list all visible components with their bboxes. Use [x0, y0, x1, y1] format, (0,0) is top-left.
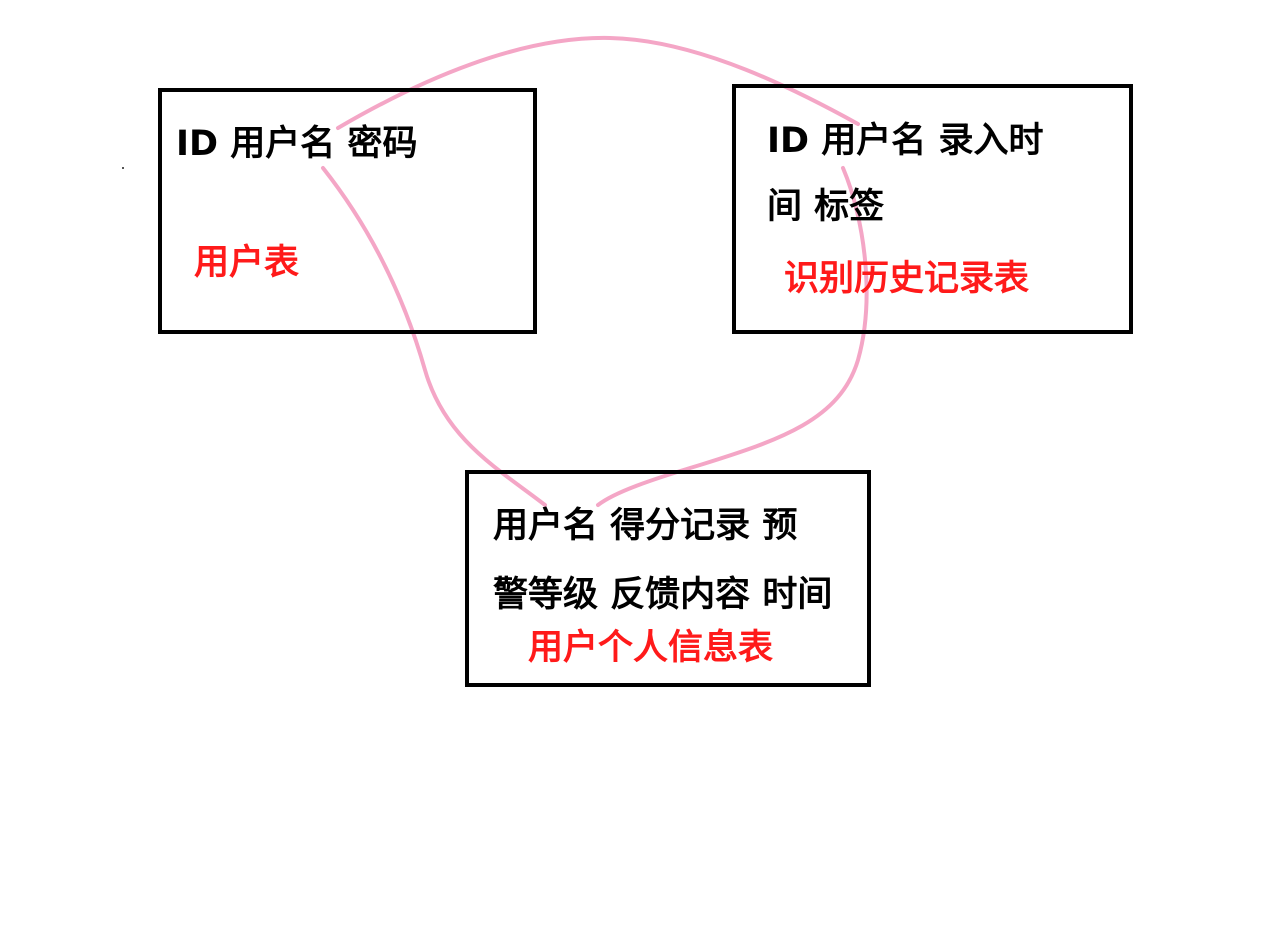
table-box-profile	[465, 470, 871, 687]
profile-fields-line-2: 警等级 反馈内容 时间	[493, 575, 833, 615]
table-box-users	[158, 88, 537, 334]
history-table-name: 识别历史记录表	[784, 259, 1030, 299]
history-fields-line-2: 间 标签	[767, 187, 885, 227]
profile-table-name: 用户个人信息表	[528, 628, 774, 668]
users-table-name: 用户表	[194, 243, 300, 283]
history-fields-line-1: ID 用户名 录入时	[767, 121, 1044, 161]
stray-dot	[122, 167, 124, 169]
table-box-history	[732, 84, 1133, 334]
users-fields-line-1: ID 用户名 密码	[176, 124, 418, 164]
profile-fields-line-1: 用户名 得分记录 预	[493, 506, 798, 546]
